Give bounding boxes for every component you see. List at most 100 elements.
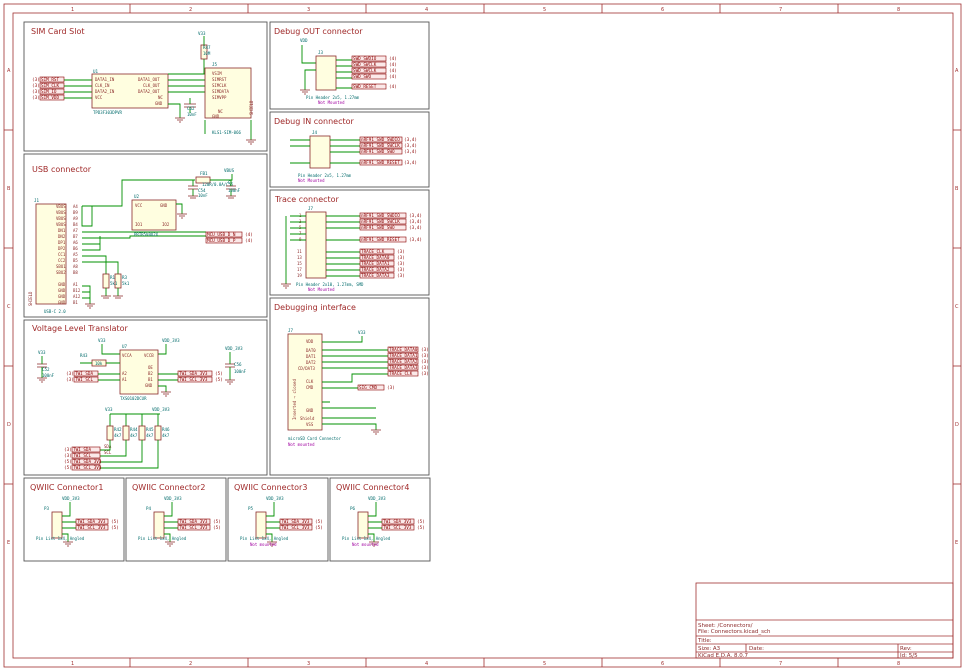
usb-section-title: USB connector [32,165,92,174]
row-label-a-right: A [955,68,959,74]
debug-out-part: Pin Header 2x5, 1.27mm [306,95,360,100]
sim-card-section: SIM Card Slot (3) SIM_RST (3) SIM_CLK (3… [23,21,268,152]
vlt-right-label-2: TWI_SCL_3V3 [179,377,208,383]
trace-title: Trace connector [274,195,340,204]
row-label-d: D [7,422,11,428]
sim-io-label: SIM_IO [41,89,57,95]
dbg-if-pin-cmd: CMD [306,385,314,390]
debug-in-tag-1: (3,4) [404,137,417,143]
debug-out-pwr: VDD [300,38,308,43]
row-label-b-right: B [955,186,959,192]
usb-pin-name-13: GND [58,288,66,293]
usb-fb1-val: 120R/0.8A/C55 [202,182,234,187]
usb-pin-num-7: B6 [73,246,78,251]
title-block: Sheet: /Connectors/ File: Connectors.kic… [695,582,954,659]
usb-dp-tag: (4) [245,238,253,244]
usb-shield: SHIELD [28,291,33,306]
sim-r47-ref: R47 [203,45,211,50]
usb-pin-num-14: A12 [73,294,81,299]
trace-tag-8: (3) [397,267,405,273]
debug-in-tag-3: (3,4) [404,149,417,155]
usb-u2-pin-vcc: VCC [135,203,143,208]
usb-dn-tag: (4) [245,232,253,238]
usb-pin-num-11: B8 [73,270,78,275]
vlt-pullup-pwr-a: V33 [105,407,113,412]
usb-pin-name-0: VBUS [56,204,66,209]
vlt-c52-ref: C52 [42,367,50,372]
vlt-bot-label-4: TWI_SCL_3V3 [73,465,102,471]
col-label-5-bottom: 5 [543,661,546,667]
vlt-u7-pin-a2: A2 [122,371,127,376]
sim-j5-pin-7: GND [212,114,220,119]
sim-u1-pin-r5: GND [155,101,163,106]
qwiic-2-section: QWIIC Connector2 VDD_3V3 P4 TWI_SDA_3V3(… [125,477,227,562]
dbg-if-label-5: TRACE_CLK [389,371,413,377]
qwiic3-scl: TWI_SCL_3V3 [281,525,310,531]
vlt-left-label-2: TWI_SCL [75,377,94,383]
dbg-if-pin-vdd: VDD [306,339,314,344]
debug-out-tag-3: (4) [389,68,397,74]
usb-pin-name-4: DN1 [58,228,66,233]
tb-rev: Rev: [900,646,912,652]
debug-out-label-4: SWD_SWO [353,74,372,80]
vlt-pullup-ref-4: R46 [162,427,170,432]
dbg-if-tag-5: (3) [421,371,429,377]
debug-in-tag-2: (3,4) [404,143,417,149]
debug-out-tag-1: (4) [389,56,397,62]
usb-pin-name-5: DN2 [58,234,66,239]
sim-r47-val: 10M [203,51,211,56]
qwiic3-title: QWIIC Connector3 [234,483,307,492]
microsd-card-connector [287,333,323,431]
r45-pullup [138,425,146,441]
sim-j5-part: KLS1-SIM-066 [212,130,241,135]
dbg-if-title: Debugging interface [274,303,356,312]
vlt-title: Voltage Level Translator [32,324,129,333]
debug-in-section: Debug IN connector J4 nRF91_SWD_SWDIO(3,… [269,111,430,188]
tb-sheet: Sheet: /Connectors/ [698,623,753,629]
sim-vdd-label: SIM_VDD [41,95,60,101]
sim-u1-pin-l2: CLK_IN [95,83,110,88]
sim-labels: (3) SIM_RST (3) SIM_CLK (3) SIM_IO (3) S… [32,76,65,101]
vlt-right-tag-2: (5) [215,377,223,383]
r46-pullup [154,425,162,441]
usb-u2-ref: U2 [134,194,140,199]
vlt-pullup-ref-3: R45 [146,427,154,432]
tb-size: Size: A3 [698,646,721,652]
sim-u1-pin-r2: CLK_OUT [143,83,160,88]
debug-out-header [315,55,337,91]
usb-pin-name-12: GND [58,282,66,287]
dbg-if-label-6: SIG_CMD [359,385,378,391]
usb-pin-name-15: GND [58,300,66,305]
sim-u1-pin-r3: DATA2_OUT [138,89,160,94]
col-label-6: 6 [661,7,664,13]
tpd3f303-ic [91,73,169,109]
sim-j5-pin-5: SIMVPP [212,95,227,100]
usb-pin-name-7: DP2 [58,246,66,251]
qwiic4-part: Pin List 1x4, Angled [342,536,391,541]
sim-u1-pin-r4: NC [158,95,163,100]
usb-pin-name-10: SBU1 [56,264,66,269]
trace-part: Pin Header 2x10, 1.27mm, SMD [296,282,364,287]
dbg-if-ref: J7 [288,328,294,333]
trace-label-9: TRACE_DATA3 [361,273,390,279]
dbg-if-pin-clk: CLK [306,379,314,384]
qwiic4-sda-tag: (5) [417,519,425,525]
vlt-left-tag-1: (3) [66,371,74,377]
usb-c2-ref: C [228,180,231,185]
trace-tag-4: (3,4) [409,237,422,243]
qwiic3-mounted: Not mounted [250,542,277,547]
usb-j1-ref: J1 [34,198,40,203]
trace-pin-9: 9 [299,237,302,242]
col-label-7: 7 [779,7,782,13]
qwiic1-scl-tag: (5) [111,525,119,531]
debug-in-tag-4: (3,4) [404,160,417,166]
vlt-u7-pin-oe: OE [148,365,153,370]
vlt-pullup-val-4: 4k7 [162,433,170,438]
debug-out-section: Debug OUT connector VDD J3 SWD_SWDIO(4) … [269,21,430,110]
vlt-u7-part: TXS0102DCUR [120,396,147,401]
sim-clk-label: SIM_CLK [41,83,60,89]
sim-tag-1: (3) [32,77,40,83]
qwiic1-ref: P3 [44,506,50,511]
vlt-c52-val: 100nF [42,373,55,378]
